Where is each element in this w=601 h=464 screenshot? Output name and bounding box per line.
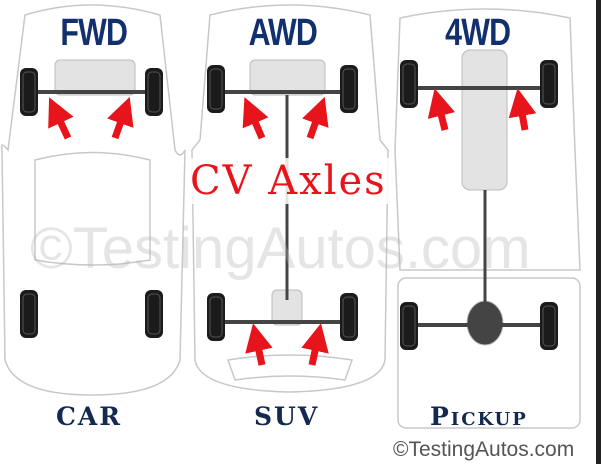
car-label: CAR bbox=[56, 402, 123, 431]
fwd-title: FWD bbox=[60, 12, 128, 54]
copyright: ©TestingAutos.com bbox=[393, 438, 575, 461]
watermark: ©TestingAutos.com bbox=[30, 216, 531, 281]
pickup-label: Pickup bbox=[430, 402, 528, 431]
car-outline bbox=[0, 4, 186, 396]
awd-title: AWD bbox=[248, 12, 318, 54]
pickup-outline bbox=[394, 8, 581, 271]
pickup-transmission bbox=[461, 49, 508, 191]
car-transaxle bbox=[54, 59, 136, 96]
suv-transaxle bbox=[249, 59, 326, 96]
cv-axles-callout: CV Axles bbox=[188, 158, 389, 204]
suv-outline bbox=[191, 4, 389, 393]
window-edge bbox=[596, 0, 601, 464]
4wd-title: 4WD bbox=[445, 12, 511, 54]
cv-axle-arrows bbox=[48, 88, 537, 366]
suv-label: SUV bbox=[254, 402, 320, 431]
